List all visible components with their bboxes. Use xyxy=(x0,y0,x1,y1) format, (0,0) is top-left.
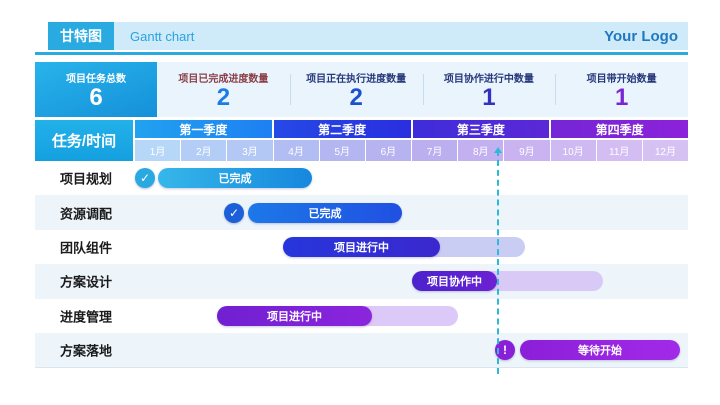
check-badge-icon[interactable]: ✓ xyxy=(224,202,244,223)
stat-label: 项目正在执行进度数量 xyxy=(306,74,407,85)
quarter-q3: 第三季度 xyxy=(412,120,550,138)
stat-card-in-progress[interactable]: 项目正在执行进度数量 2 xyxy=(289,62,423,117)
gantt-bar-completed[interactable]: 已完成 xyxy=(158,168,312,189)
task-name: 资源调配 xyxy=(60,206,113,222)
task-name: 进度管理 xyxy=(60,309,113,325)
task-time-corner-cell: 任务/时间 xyxy=(35,120,133,161)
today-marker-line xyxy=(494,147,502,374)
gantt-bar-collaborating[interactable]: 项目协作中 xyxy=(412,271,497,292)
check-badge-icon[interactable]: ✓ xyxy=(135,168,155,189)
month-cell: 6月 xyxy=(365,140,411,161)
gantt-header: 任务/时间 第一季度 第二季度 第三季度 第四季度 1月 2月 3月 4月 5月 xyxy=(35,120,688,161)
task-name: 方案设计 xyxy=(60,274,113,290)
stat-value: 2 xyxy=(216,84,231,111)
month-cell: 8月 xyxy=(458,140,504,161)
month-cell: 12月 xyxy=(642,140,688,161)
task-row-design: 方案设计 项目协作中 xyxy=(35,264,688,299)
header-divider xyxy=(35,52,688,55)
month-cell: 4月 xyxy=(273,140,319,161)
stat-label: 项目已完成进度数量 xyxy=(178,74,269,85)
month-cell: 10月 xyxy=(550,140,596,161)
task-name: 团队组件 xyxy=(60,240,113,256)
month-cell: 7月 xyxy=(412,140,458,161)
top-header-bar: 甘特图 Gantt chart Your Logo xyxy=(48,22,688,50)
stat-card-total[interactable]: 项目任务总数 6 xyxy=(35,62,157,117)
gantt-bar-waiting[interactable]: 等待开始 xyxy=(520,340,680,361)
stat-card-completed[interactable]: 项目已完成进度数量 2 xyxy=(157,62,290,117)
task-name: 方案落地 xyxy=(60,343,113,359)
stat-label: 项目任务总数 xyxy=(66,74,126,85)
month-cell: 2月 xyxy=(181,140,227,161)
stat-label: 项目协作进行中数量 xyxy=(443,74,534,85)
stats-row: 项目任务总数 6 项目已完成进度数量 2 项目正在执行进度数量 2 项目协作进行… xyxy=(35,62,688,117)
task-row-planning: 项目规划 ✓ 已完成 xyxy=(35,161,688,195)
month-cell: 3月 xyxy=(227,140,273,161)
content-wrapper: 甘特图 Gantt chart Your Logo 项目任务总数 6 项目已完成… xyxy=(35,22,688,374)
month-cell: 1月 xyxy=(135,140,181,161)
stat-card-waiting[interactable]: 项目带开始数量 1 xyxy=(555,62,688,117)
month-cell: 11月 xyxy=(596,140,642,161)
quarter-q2: 第二季度 xyxy=(273,120,411,138)
task-row-team: 团队组件 项目进行中 xyxy=(35,230,688,264)
month-band: 1月 2月 3月 4月 5月 6月 7月 8月 9月 10月 11月 12月 xyxy=(135,140,688,161)
stat-value: 2 xyxy=(349,84,363,111)
page-subtitle: Gantt chart xyxy=(130,28,195,44)
stat-card-collaborating[interactable]: 项目协作进行中数量 1 xyxy=(422,62,556,117)
stat-value: 1 xyxy=(482,84,496,111)
stat-value: 6 xyxy=(89,84,103,111)
page-title: 甘特图 xyxy=(48,22,114,50)
gantt-bar-in-progress[interactable]: 项目进行中 xyxy=(283,236,440,257)
task-name: 项目规划 xyxy=(60,171,113,187)
task-row-schedule: 进度管理 项目进行中 xyxy=(35,299,688,333)
stat-label: 项目带开始数量 xyxy=(586,74,657,85)
month-cell: 9月 xyxy=(504,140,550,161)
logo-text[interactable]: Your Logo xyxy=(604,27,678,45)
stat-value: 1 xyxy=(614,84,629,111)
exclamation-badge-icon[interactable]: ! xyxy=(495,340,515,361)
gantt-chart: 任务/时间 第一季度 第二季度 第三季度 第四季度 1月 2月 3月 4月 5月 xyxy=(35,120,688,374)
gantt-bar-completed[interactable]: 已完成 xyxy=(248,202,402,223)
gantt-bar-in-progress[interactable]: 项目进行中 xyxy=(217,305,372,326)
month-cell: 5月 xyxy=(319,140,365,161)
quarter-q4: 第四季度 xyxy=(551,120,688,138)
task-rows: 项目规划 ✓ 已完成 资源调配 ✓ 已完成 团队组件 项目进行中 方案设计 xyxy=(35,161,688,369)
quarter-band: 第一季度 第二季度 第三季度 第四季度 xyxy=(135,120,688,138)
time-bands: 第一季度 第二季度 第三季度 第四季度 1月 2月 3月 4月 5月 6月 7月… xyxy=(135,120,688,161)
task-row-resources: 资源调配 ✓ 已完成 xyxy=(35,195,688,230)
task-row-landing: 方案落地 ! 等待开始 xyxy=(35,332,688,368)
quarter-q1: 第一季度 xyxy=(135,120,272,138)
